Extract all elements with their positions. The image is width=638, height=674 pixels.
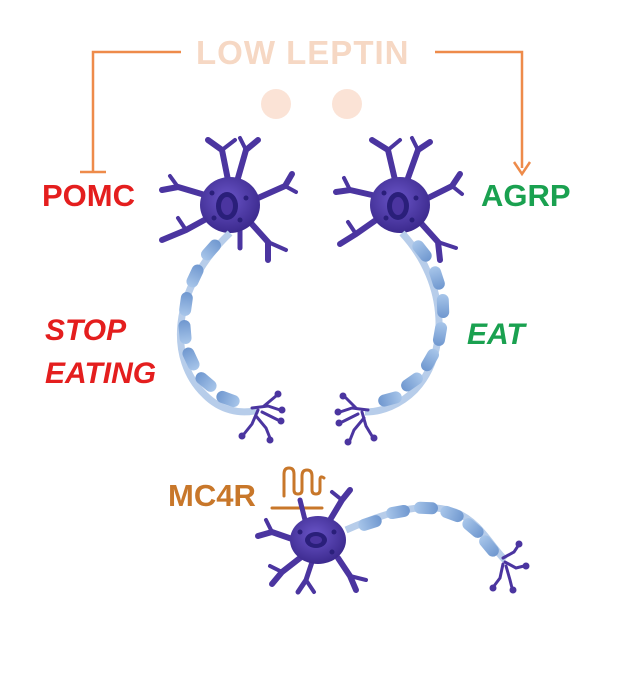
low-leptin-label: LOW LEPTIN [196, 34, 410, 71]
pomc-label: POMC [42, 178, 135, 213]
mc4r-label: MC4R [168, 478, 256, 513]
mc4r-receptor-icon [270, 466, 326, 510]
mc4r-axon [344, 501, 530, 594]
arrowhead-icon [512, 161, 532, 177]
mc4r-neuron-icon [255, 487, 368, 595]
eat-label: EAT [467, 318, 525, 351]
agrp-neuron-icon [333, 136, 464, 263]
stop-eating-label: STOP EATING [45, 309, 156, 395]
leptin-activate-arrow [435, 50, 524, 168]
pomc-axon [177, 230, 286, 444]
leptin-molecules [261, 89, 362, 119]
stop-eating-line-2: EATING [45, 357, 157, 390]
agrp-label: AGRP [481, 178, 571, 213]
agrp-axon [334, 230, 450, 446]
stop-eating-line-1: STOP [45, 314, 127, 347]
leptin-inhibit-line [80, 50, 181, 174]
pomc-neuron-icon [159, 136, 298, 263]
